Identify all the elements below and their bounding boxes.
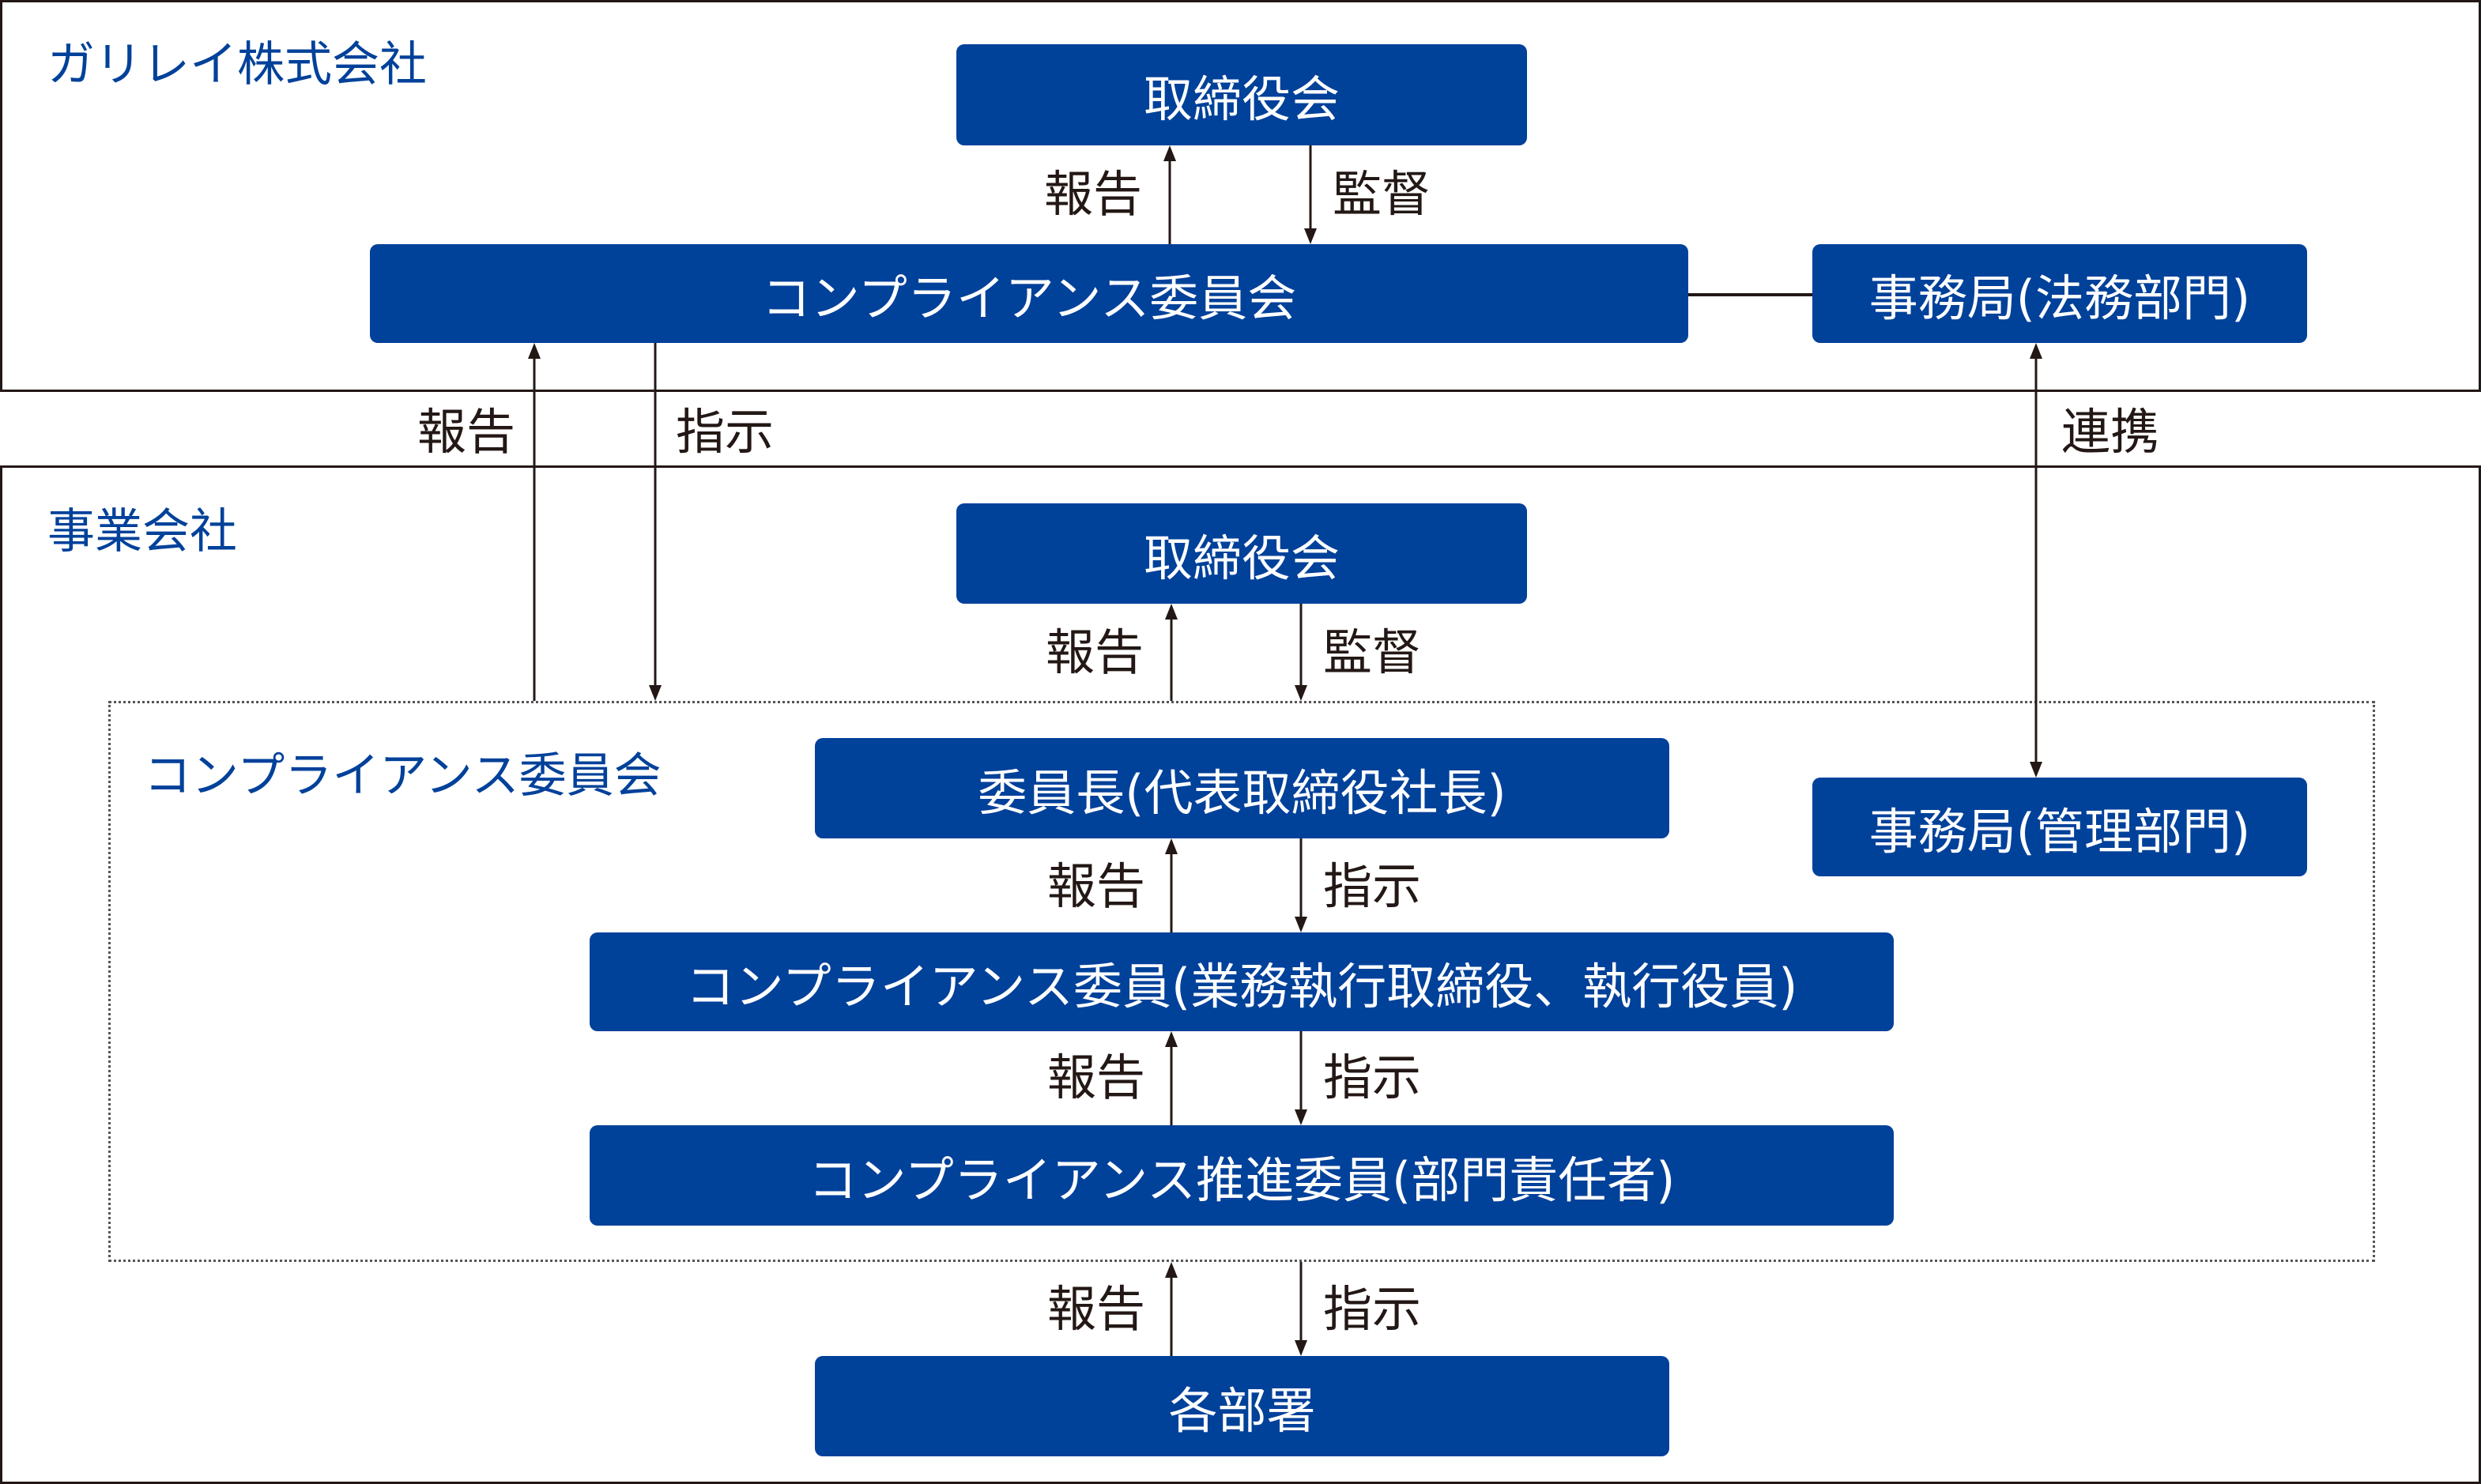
arrowhead-down [1295,1109,1307,1125]
parent-company-label: ガリレイ株式会社 [47,37,427,92]
arrowhead-up [1165,604,1178,620]
subsidiary-supervise-label: 監督 [1323,623,1422,681]
arrowhead-up [1165,1262,1178,1278]
arrowhead-down [1295,1340,1307,1356]
departments-report-label: 報告 [1047,1280,1146,1338]
group-instruct-label: 指示 [676,403,775,461]
departments-box: 各部署 [815,1356,1669,1456]
arrowhead-up [1163,145,1176,161]
members-instruct-label: 指示 [1323,1049,1422,1106]
arrowhead-up [1165,838,1178,854]
members-box: コンプライアンス委員(業務執行取締役、執行役員) [590,932,1894,1031]
parent-report-label: 報告 [1044,165,1143,223]
subsidiary-report-label: 報告 [1046,623,1144,681]
arrowhead-down [1295,917,1307,932]
subsidiary-label: 事業会社 [47,504,237,559]
arrowhead-up [528,343,541,359]
arrowhead-down [649,685,662,701]
subsidiary-frame [0,465,2481,1484]
chair-report-label: 報告 [1047,857,1146,915]
cooperate-label: 連携 [2061,403,2160,461]
parent-company-frame [0,0,2481,392]
parent-supervise-label: 監督 [1333,165,1431,223]
arrowhead-up [2030,343,2042,359]
promoters-box: コンプライアンス推進委員(部門責任者) [590,1125,1894,1226]
committee-group-label: コンプライアンス委員会 [144,748,662,804]
arrowhead-down [1304,228,1317,244]
parent-secretariat-box: 事務局(法務部門) [1812,244,2307,343]
chair-instruct-label: 指示 [1323,857,1422,915]
members-report-label: 報告 [1047,1049,1146,1106]
arrowhead-up [1165,1031,1178,1047]
committee-group-frame [108,701,2375,1262]
arrowhead-down [2030,762,2042,778]
parent-board-box: 取締役会 [956,44,1527,145]
chair-box: 委員長(代表取締役社長) [815,738,1669,838]
arrowhead-down [1295,685,1307,701]
subsidiary-board-box: 取締役会 [956,503,1527,604]
subsidiary-secretariat-box: 事務局(管理部門) [1812,778,2307,876]
group-report-label: 報告 [417,403,516,461]
departments-instruct-label: 指示 [1323,1280,1422,1338]
parent-committee-box: コンプライアンス委員会 [370,244,1688,343]
